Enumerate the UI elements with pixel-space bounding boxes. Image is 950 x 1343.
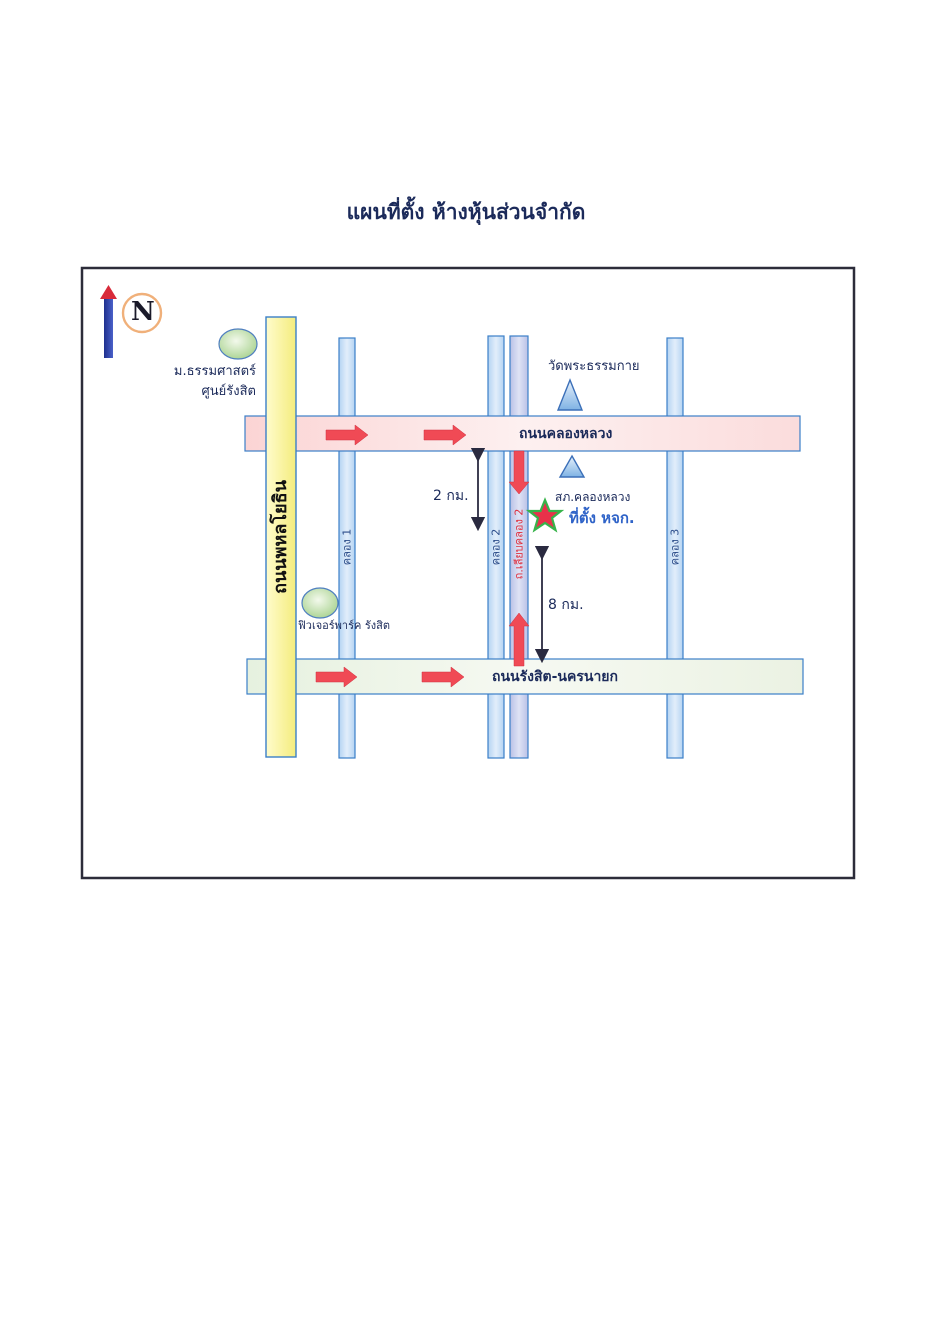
wat-phra-dhammakaya-label: วัดพระธรรมกาย: [548, 359, 640, 374]
future-park-label: ฟิวเจอร์พาร์ค รังสิต: [298, 619, 391, 632]
police-triangle-icon: [558, 454, 586, 478]
company-location-label: ที่ตั้ง หจก.: [569, 509, 635, 527]
north-arrow-icon: [104, 296, 113, 358]
future-park-landmark-icon: [301, 587, 339, 619]
thammasat-label: ม.ธรรมศาสตร์ ศูนย์รังสิต: [160, 362, 256, 402]
distance-south-label: 8 กม.: [548, 597, 584, 613]
khlong-2-label: คลอง 2: [489, 528, 503, 566]
police-station-label: สภ.คลองหลวง: [555, 490, 631, 504]
direction-arrow: [325, 424, 369, 446]
route-arrow-up: [508, 612, 530, 667]
map-frame: [80, 266, 856, 880]
distance-north-label: 2 กม.: [433, 488, 469, 504]
rangsit-nakhon-nayok-road-label: ถนนรังสิต-นครนายก: [492, 669, 618, 685]
company-location-star-icon: [525, 497, 565, 533]
page-title: แผนที่ตั้ง ห้างหุ้นส่วนจำกัด: [346, 200, 586, 224]
direction-arrow: [421, 666, 465, 688]
thammasat-label-line1: ม.ธรรมศาสตร์: [173, 364, 256, 379]
khlong-3-label: คลอง 3: [668, 528, 682, 566]
road-phahonyothin: [265, 316, 297, 758]
direction-arrow: [315, 666, 358, 688]
north-arrow-head: [100, 285, 117, 299]
route-arrow-down: [508, 450, 530, 495]
liap-khlong-2-road-label: ถ.เลียบคลอง 2: [512, 508, 526, 580]
temple-triangle-icon: [556, 378, 584, 411]
compass-letter: N: [131, 297, 155, 327]
khlong-luang-road-label: ถนนคลองหลวง: [519, 426, 613, 442]
highway-label: ถนนพหลโยธิน: [270, 480, 291, 594]
khlong-1-label: คลอง 1: [340, 528, 354, 566]
compass-circle-icon: [121, 292, 163, 334]
thammasat-label-line2: ศูนย์รังสิต: [201, 384, 256, 399]
direction-arrow: [423, 424, 467, 446]
thammasat-landmark-icon: [218, 328, 258, 360]
